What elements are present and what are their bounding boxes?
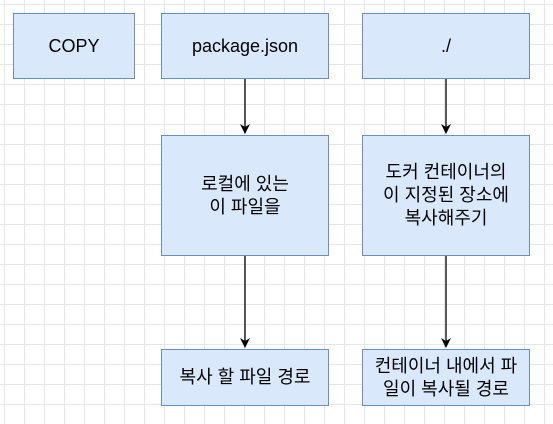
node-dest-desc[interactable]: 도커 컨테이너의 이 지정된 장소에 복사해주기 <box>362 135 530 256</box>
node-dest-desc-label: 도커 컨테이너의 이 지정된 장소에 복사해주기 <box>383 162 509 228</box>
node-source-label: package.json <box>191 35 299 56</box>
node-copy[interactable]: COPY <box>13 13 135 79</box>
node-copy-label: COPY <box>48 35 100 56</box>
node-dest[interactable]: ./ <box>362 13 530 79</box>
node-source-path-label: 복사 할 파일 경로 <box>179 367 311 387</box>
node-dest-path[interactable]: 컨테이너 내에서 파 일이 복사될 경로 <box>362 349 530 406</box>
node-source[interactable]: package.json <box>161 13 329 79</box>
node-dest-label: ./ <box>440 35 451 56</box>
node-source-path[interactable]: 복사 할 파일 경로 <box>161 349 329 406</box>
node-dest-path-label: 컨테이너 내에서 파 일이 복사될 경로 <box>374 355 518 399</box>
node-source-desc-label: 로컬에 있는 이 파일을 <box>201 173 289 217</box>
node-source-desc[interactable]: 로컬에 있는 이 파일을 <box>161 135 329 256</box>
